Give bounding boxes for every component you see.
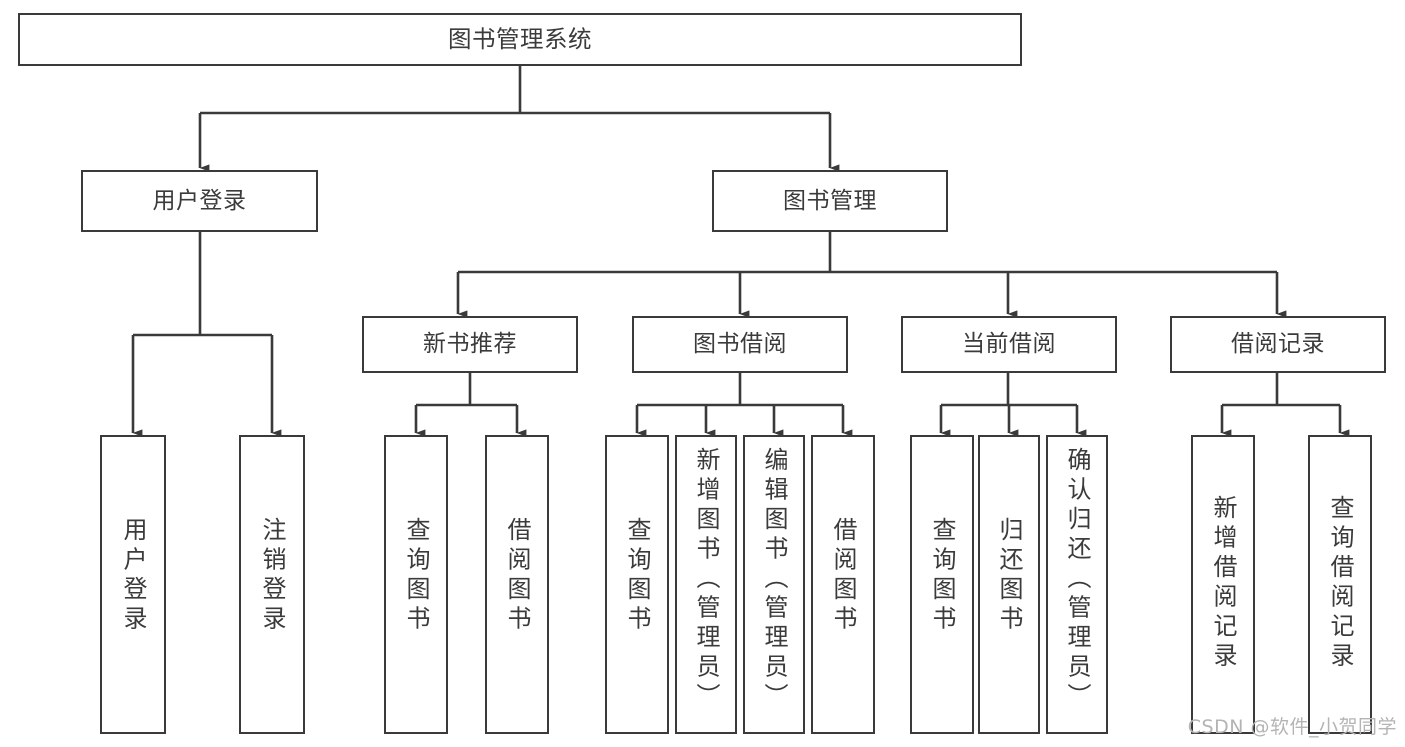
node-label: 注销登录 — [258, 517, 286, 635]
node-label: 用户登录 — [152, 187, 247, 214]
leaf-records-add-record[interactable]: 新增借阅记录 — [1191, 435, 1255, 734]
node-label: 用户登录 — [119, 517, 147, 635]
node-label: 查询图书 — [623, 517, 651, 635]
node-label: 图书借阅 — [693, 331, 787, 358]
leaf-current-return-book[interactable]: 归还图书 — [978, 435, 1040, 734]
node-root-system[interactable]: 图书管理系统 — [18, 13, 1022, 66]
node-book-management[interactable]: 图书管理 — [712, 170, 948, 232]
edges-recommend-leaves — [414, 373, 527, 437]
node-label: 新书推荐 — [423, 331, 517, 358]
leaf-recommend-borrow-book[interactable]: 借阅图书 — [485, 435, 549, 734]
node-label: 新增图书（管理员） — [692, 447, 720, 713]
edges-bookmgmt-branch — [456, 232, 1287, 318]
edges-borrow-leaves — [635, 373, 853, 437]
node-label: 图书管理系统 — [448, 25, 592, 54]
leaf-logout-login[interactable]: 注销登录 — [239, 435, 305, 734]
node-book-borrow[interactable]: 图书借阅 — [632, 316, 848, 373]
node-user-login[interactable]: 用户登录 — [81, 170, 318, 232]
node-label: 新增借阅记录 — [1209, 495, 1237, 672]
node-label: 借阅图书 — [829, 517, 857, 635]
edges-login-branch — [131, 232, 282, 437]
leaf-user-login[interactable]: 用户登录 — [100, 435, 166, 734]
node-label: 借阅图书 — [503, 517, 531, 635]
node-label: 查询图书 — [928, 517, 956, 635]
leaf-recommend-query-book[interactable]: 查询图书 — [384, 435, 448, 734]
node-label: 查询图书 — [402, 517, 430, 635]
node-label: 归还图书 — [995, 517, 1023, 635]
leaf-borrow-edit-book-admin[interactable]: 编辑图书（管理员） — [743, 435, 805, 734]
leaf-current-query-book[interactable]: 查询图书 — [910, 435, 974, 734]
node-label: 确认归还（管理员） — [1063, 447, 1091, 713]
node-new-book-recommend[interactable]: 新书推荐 — [362, 316, 578, 373]
leaf-borrow-borrow-book[interactable]: 借阅图书 — [811, 435, 875, 734]
leaf-records-query-record[interactable]: 查询借阅记录 — [1308, 435, 1372, 734]
node-label: 查询借阅记录 — [1326, 495, 1354, 672]
edges-records-leaves — [1220, 373, 1350, 437]
node-label: 借阅记录 — [1231, 331, 1325, 358]
leaf-current-confirm-return-admin[interactable]: 确认归还（管理员） — [1046, 435, 1108, 734]
edges-current-leaves — [939, 373, 1087, 437]
node-label: 当前借阅 — [962, 331, 1056, 358]
leaf-borrow-query-book[interactable]: 查询图书 — [605, 435, 669, 734]
node-label: 图书管理 — [783, 187, 877, 214]
edges-root — [198, 66, 840, 172]
node-borrow-records[interactable]: 借阅记录 — [1170, 316, 1386, 373]
node-current-borrow[interactable]: 当前借阅 — [901, 316, 1117, 373]
node-label: 编辑图书（管理员） — [760, 447, 788, 713]
leaf-borrow-add-book-admin[interactable]: 新增图书（管理员） — [675, 435, 737, 734]
